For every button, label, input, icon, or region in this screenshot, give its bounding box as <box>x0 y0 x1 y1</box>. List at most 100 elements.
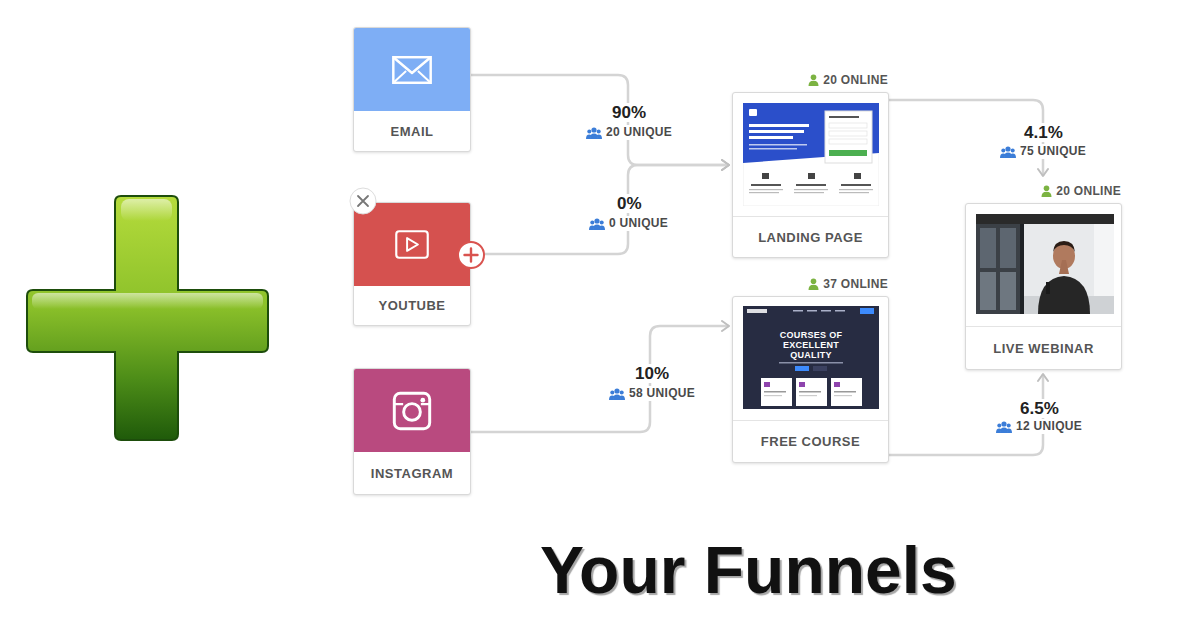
icon-part <box>609 395 614 399</box>
icon-part <box>1007 423 1011 427</box>
icon-part <box>1000 153 1005 157</box>
icon-part <box>590 220 594 224</box>
icon-part <box>620 395 625 399</box>
landing-screenshot <box>743 103 879 206</box>
icon-part <box>1011 153 1016 157</box>
icon-part <box>1001 148 1005 152</box>
icon-part <box>597 134 602 138</box>
unique-count-text: 12 UNIQUE <box>1016 419 1082 434</box>
online-count: 37 ONLINE <box>808 277 888 291</box>
icon-head <box>811 74 817 80</box>
icon-part <box>600 225 605 229</box>
unique-count-text: 20 UNIQUE <box>606 125 672 140</box>
youtube-icon <box>354 203 470 286</box>
email-icon <box>354 28 470 111</box>
unique-count-text: 75 UNIQUE <box>1020 144 1086 159</box>
online-count-text: 37 ONLINE <box>823 277 888 291</box>
title-box: Your Funnels <box>540 537 957 603</box>
conversion-rate: 0% <box>613 194 646 213</box>
card-label-area: FREE COURSE <box>733 420 888 462</box>
unique-icon <box>589 218 605 230</box>
funnel-card: 20 ONLINELANDING PAGE <box>732 92 889 258</box>
icon-part <box>594 218 599 223</box>
title: Your Funnels <box>540 533 957 607</box>
flow-connector <box>471 165 729 254</box>
icon-part <box>597 129 601 133</box>
card-label: INSTAGRAM <box>371 466 453 481</box>
icon-part <box>590 133 598 138</box>
icon-part <box>600 220 604 224</box>
icon-part <box>1007 428 1012 432</box>
icon-part <box>613 394 621 399</box>
unique-count-text: 0 UNIQUE <box>609 216 668 231</box>
conversion-rate-text: 0% <box>617 194 642 213</box>
unique-icon <box>586 127 602 139</box>
unique-count: 75 UNIQUE <box>996 144 1090 159</box>
icon-body <box>1042 192 1052 197</box>
flow-connector <box>471 326 729 432</box>
icon-part <box>589 225 594 229</box>
card-label-area: EMAIL <box>354 111 470 151</box>
card-label-area: LANDING PAGE <box>733 216 888 257</box>
icon-body <box>809 81 819 86</box>
icon-part <box>996 428 1001 432</box>
icon-head <box>811 278 817 284</box>
online-icon <box>1041 185 1052 197</box>
unique-count-text: 58 UNIQUE <box>629 386 695 401</box>
card-label: EMAIL <box>391 124 434 139</box>
icon-part <box>593 224 601 229</box>
remove-badge <box>348 186 378 216</box>
icon-head <box>1044 185 1050 191</box>
icon-part <box>1001 421 1006 426</box>
icon-part <box>587 129 591 133</box>
online-count: 20 ONLINE <box>808 73 888 87</box>
conversion-rate: 10% <box>631 364 673 383</box>
unique-count: 20 UNIQUE <box>582 125 676 140</box>
plus-symbol <box>0 0 300 460</box>
icon-part <box>610 390 614 394</box>
icon-body <box>809 285 819 290</box>
icon-part <box>620 390 624 394</box>
icon-part <box>614 388 619 393</box>
icon-part <box>1004 152 1012 157</box>
unique-icon <box>996 421 1012 433</box>
icon-part <box>1000 427 1008 432</box>
online-count-text: 20 ONLINE <box>823 73 888 87</box>
conversion-rate-text: 6.5% <box>1020 399 1059 418</box>
funnel-card: INSTAGRAM <box>353 368 471 495</box>
card-label: LIVE WEBINAR <box>993 341 1094 356</box>
instagram-icon <box>354 369 470 452</box>
webinar-photo <box>976 214 1114 314</box>
screenshot-heading: COURSES OF EXCELLENT QUALITY <box>775 330 847 360</box>
icon-part <box>1005 146 1010 151</box>
funnel-card: YOUTUBE <box>353 202 471 326</box>
unique-icon <box>1000 146 1016 158</box>
conversion-rate: 6.5% <box>1016 399 1063 418</box>
conversion-rate-text: 4.1% <box>1024 123 1063 142</box>
screenshot-heading-box: COURSES OF EXCELLENT QUALITY <box>775 330 847 360</box>
add-badge <box>456 240 486 270</box>
icon-part <box>997 423 1001 427</box>
card-label-area: LIVE WEBINAR <box>966 326 1121 369</box>
card-label: LANDING PAGE <box>758 230 863 245</box>
unique-count: 58 UNIQUE <box>605 386 699 401</box>
flow-connector <box>471 75 729 165</box>
unique-count: 0 UNIQUE <box>585 216 672 231</box>
funnel-card: EMAIL <box>353 27 471 152</box>
plus-shine <box>121 199 172 221</box>
conversion-rate: 90% <box>608 103 650 122</box>
card-label: FREE COURSE <box>761 434 860 449</box>
online-count: 20 ONLINE <box>1041 184 1121 198</box>
card-label: YOUTUBE <box>378 298 445 313</box>
conversion-rate-text: 10% <box>635 364 669 383</box>
plus-shine <box>32 293 263 309</box>
funnel-card: 37 ONLINEFREE COURSECOURSES OF EXCELLENT… <box>732 296 889 463</box>
icon-part <box>591 127 596 132</box>
icon-part <box>1011 148 1015 152</box>
card-label-area: INSTAGRAM <box>354 452 470 494</box>
icon-part <box>586 134 591 138</box>
card-label-area: YOUTUBE <box>354 286 470 325</box>
unique-count: 12 UNIQUE <box>992 419 1086 434</box>
conversion-rate-text: 90% <box>612 103 646 122</box>
